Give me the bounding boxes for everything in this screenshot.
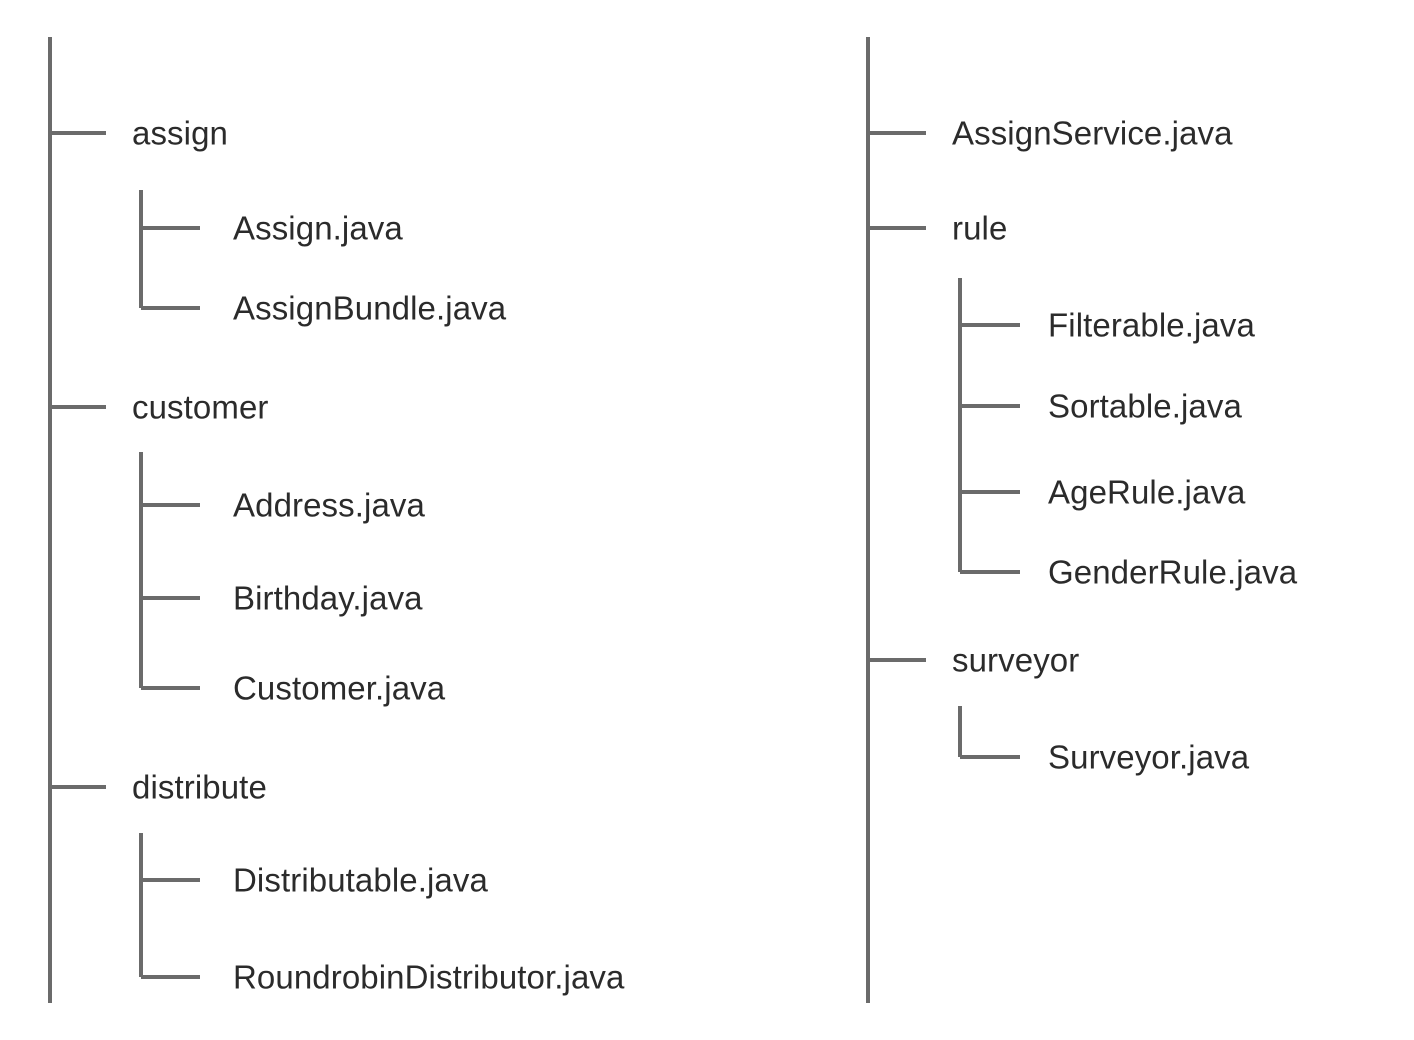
tree-file-label[interactable]: Filterable.java bbox=[1048, 306, 1255, 344]
tree-file-label[interactable]: AssignBundle.java bbox=[233, 289, 507, 327]
tree-file-label[interactable]: GenderRule.java bbox=[1048, 553, 1298, 591]
tree-directory-label[interactable]: rule bbox=[952, 209, 1008, 247]
tree-file-label[interactable]: AssignService.java bbox=[952, 114, 1233, 152]
tree-file-label[interactable]: Birthday.java bbox=[233, 579, 423, 617]
tree-directory-label[interactable]: surveyor bbox=[952, 641, 1080, 679]
tree-file-label[interactable]: AgeRule.java bbox=[1048, 473, 1246, 511]
tree-file-label[interactable]: Surveyor.java bbox=[1048, 738, 1250, 776]
tree-directory-label[interactable]: distribute bbox=[132, 768, 267, 806]
tree-file-label[interactable]: Assign.java bbox=[233, 209, 403, 247]
tree-file-label[interactable]: Address.java bbox=[233, 486, 425, 524]
tree-file-label[interactable]: Sortable.java bbox=[1048, 387, 1242, 425]
tree-file-label[interactable]: Customer.java bbox=[233, 669, 446, 707]
tree-directory-label[interactable]: assign bbox=[132, 114, 228, 152]
tree-file-label[interactable]: RoundrobinDistributor.java bbox=[233, 958, 625, 996]
tree-file-label[interactable]: Distributable.java bbox=[233, 861, 488, 899]
tree-directory-label[interactable]: customer bbox=[132, 388, 269, 426]
